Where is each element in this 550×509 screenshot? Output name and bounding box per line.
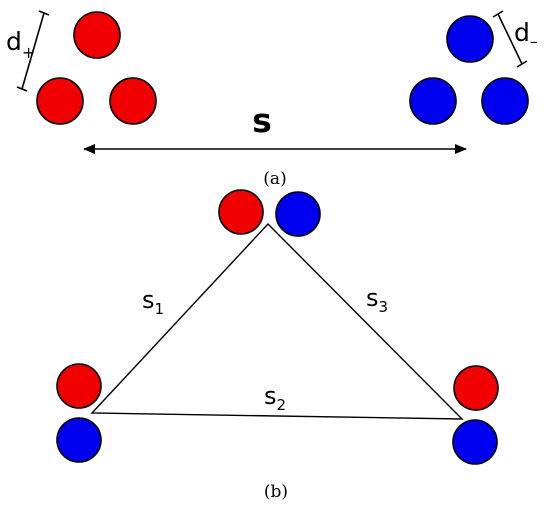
dplus-label: d+	[6, 27, 35, 62]
dipole-top-positive	[218, 189, 264, 235]
dipole-right-positive	[453, 365, 499, 411]
dipole-top-negative	[275, 191, 321, 237]
triangle	[90, 222, 464, 420]
separation-label: s	[252, 101, 272, 140]
dipole-left	[56, 363, 102, 463]
panel-b: s1 s2 s3 (b)	[56, 189, 499, 502]
negative-charge-cluster	[409, 15, 529, 125]
positive-charge-bottom-right	[109, 77, 157, 125]
caption-a: (a)	[263, 169, 286, 189]
dipole-right-negative	[452, 419, 498, 465]
negative-charge-bottom-right	[481, 77, 529, 125]
side-label-s3: s3	[366, 284, 388, 316]
dminus-scale-bar	[492, 10, 528, 68]
dminus-label: d–	[514, 18, 538, 51]
dipole-right	[452, 365, 499, 465]
dipole-top	[218, 189, 321, 237]
dipole-left-positive	[56, 363, 102, 409]
negative-charge-top	[446, 15, 494, 63]
side-label-s2: s2	[264, 382, 286, 414]
negative-charge-bottom-left	[409, 77, 457, 125]
dipole-left-negative	[56, 417, 102, 463]
positive-charge-top	[73, 11, 121, 59]
side-label-s1: s1	[142, 286, 164, 318]
positive-charge-cluster	[36, 11, 157, 125]
positive-charge-bottom-left	[36, 77, 84, 125]
dplus-scale-bar	[16, 10, 50, 92]
panel-a: d+ d– s (a)	[6, 10, 538, 189]
caption-b: (b)	[264, 482, 288, 502]
